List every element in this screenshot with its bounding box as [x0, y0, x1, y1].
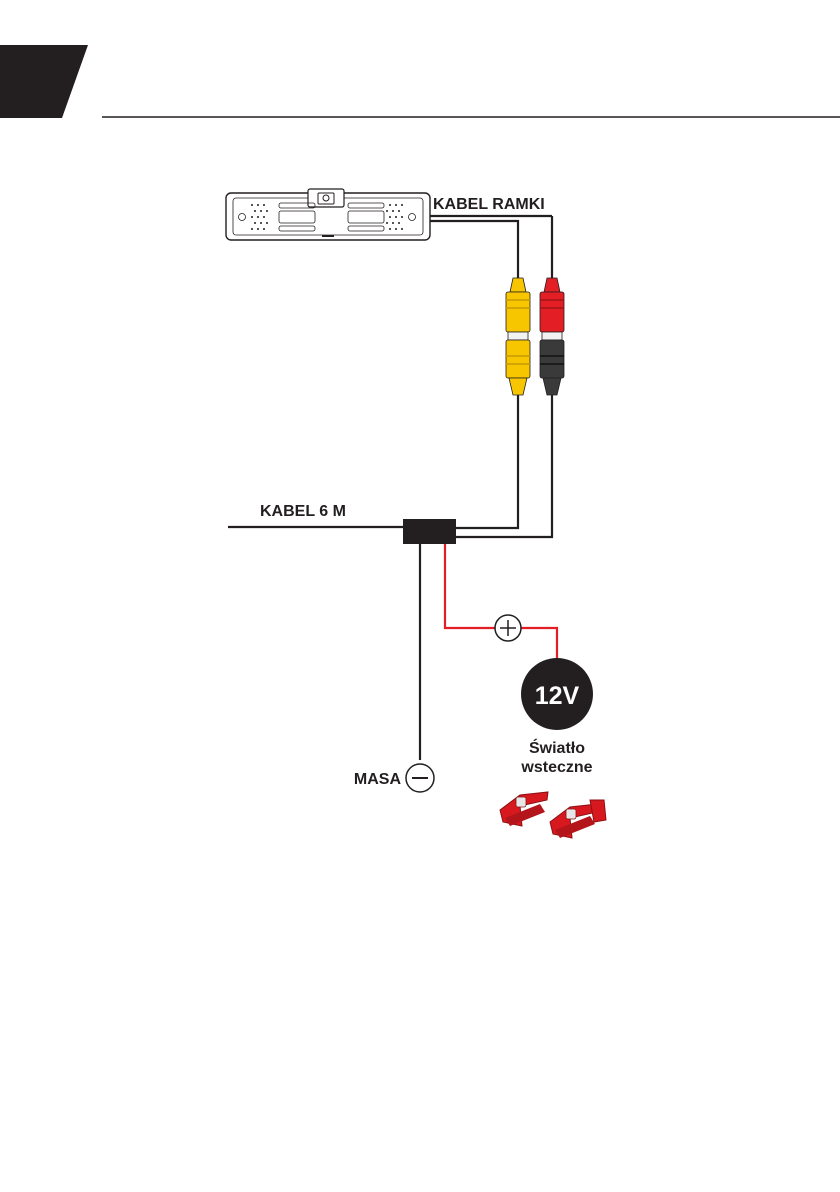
main-cable-label: KABEL 6 M [260, 503, 346, 520]
plus-circle-icon [495, 615, 521, 641]
reverse-light-label-line1: Światło [529, 738, 585, 757]
red-black-power-connector [540, 278, 564, 395]
reverse-light-label-line2: wsteczne [520, 759, 592, 776]
voltage-label: 12V [535, 682, 580, 710]
yellow-rca-connector [506, 278, 530, 395]
chapter-tab [0, 45, 88, 118]
wire-splice-connector-icon [500, 792, 606, 838]
frame-cable-label: KABEL RAMKI [433, 196, 545, 213]
red-power-wire-to-source [521, 628, 557, 660]
minus-circle-icon [406, 764, 434, 792]
junction-box [403, 519, 456, 544]
frame-cable-wires [430, 216, 552, 282]
ground-label: MASA [354, 771, 402, 788]
license-plate-frame-camera-icon [226, 189, 430, 240]
main-cable-wires [228, 395, 552, 760]
red-power-wire [445, 544, 495, 628]
